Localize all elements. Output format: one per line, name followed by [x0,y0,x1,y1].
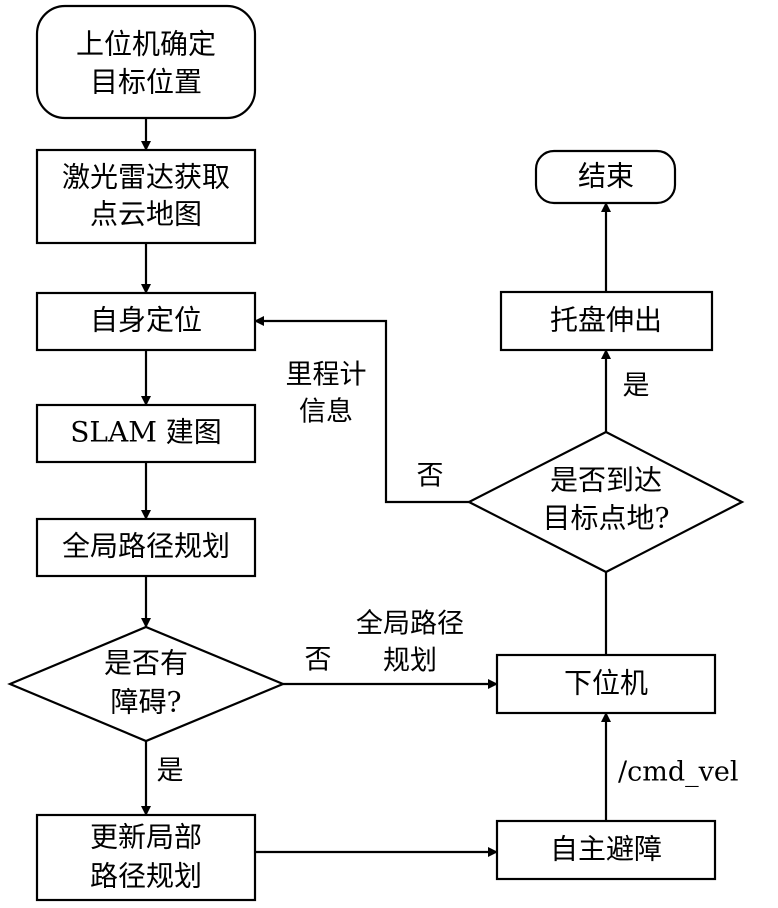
label-reached-no: 否 [417,461,444,492]
reached-decision-line2: 目标点地? [542,502,669,535]
tray-node: 托盘伸出 [499,290,714,352]
avoid-node: 自主避障 [495,819,717,881]
lidar-node: 激光雷达获取 点云地图 [35,148,257,245]
label-odometry-line2: 信息 [299,397,353,428]
obstacle-decision-line1: 是否有 [104,647,188,680]
edge-reached-no-to-localize [254,316,469,504]
start-node: 上位机确定 目标位置 [35,4,257,120]
slam-node-label: SLAM 建图 [70,416,222,449]
label-global-path-line2: 规划 [383,646,437,677]
local-plan-node-line2: 路径规划 [90,860,202,893]
avoid-node-label: 自主避障 [550,833,662,866]
end-node: 结束 [534,149,677,205]
slam-node: SLAM 建图 [35,403,257,464]
lower-node: 下位机 [495,653,717,715]
lower-node-label: 下位机 [564,667,648,700]
reached-decision-line1: 是否到达 [550,464,662,497]
localize-node-label: 自身定位 [90,304,202,337]
lidar-node-line2: 点云地图 [90,198,202,231]
label-obstacle-yes: 是 [157,756,184,787]
end-node-label: 结束 [578,160,634,193]
lidar-node-line1: 激光雷达获取 [62,161,230,194]
label-odometry-line1: 里程计 [286,360,367,391]
local-plan-node-line1: 更新局部 [90,821,202,854]
start-node-line2: 目标位置 [90,66,202,99]
obstacle-decision: 是否有 障碍? [7,625,286,743]
global-plan-node-label: 全局路径规划 [62,530,230,563]
start-node-line1: 上位机确定 [76,28,216,61]
reached-decision: 是否到达 目标点地? [466,430,745,574]
global-plan-node: 全局路径规划 [35,517,257,578]
obstacle-decision-line2: 障碍? [110,686,181,719]
localize-node: 自身定位 [35,291,257,352]
label-global-path-line1: 全局路径 [356,609,464,640]
label-cmd-vel: /cmd_vel [618,757,738,788]
tray-node-label: 托盘伸出 [550,304,662,337]
local-plan-node: 更新局部 路径规划 [35,813,257,902]
label-obstacle-no: 否 [305,645,332,676]
label-reached-yes: 是 [623,371,650,402]
